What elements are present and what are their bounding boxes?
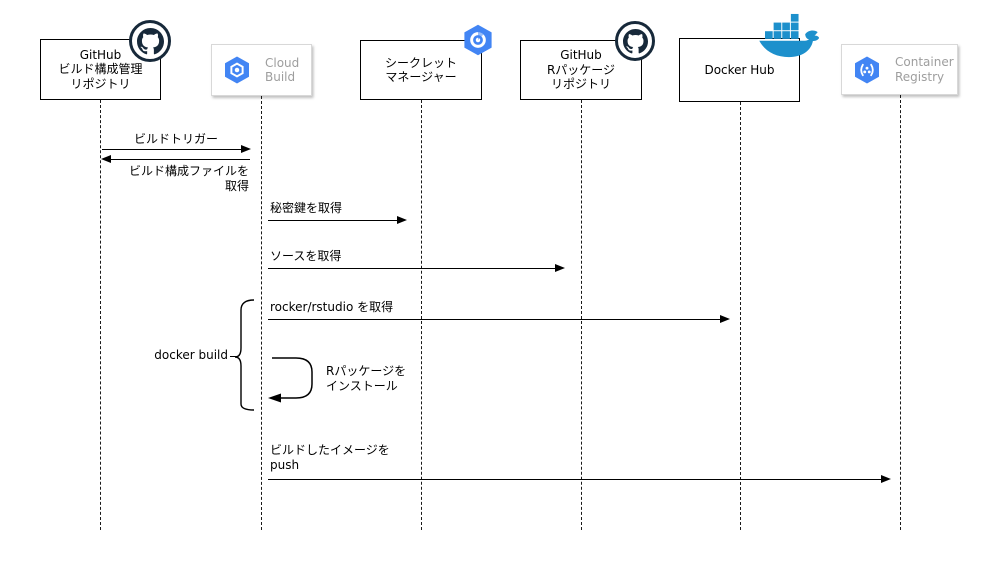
arrow-fetch-secret-key — [268, 220, 398, 221]
lifeline-secret-manager — [421, 100, 422, 530]
actor-label: GitHub ビルド構成管理 リポジトリ — [58, 47, 143, 91]
actor-secret-manager: シークレット マネージャー — [360, 40, 482, 100]
lifeline-github-build-config — [100, 100, 101, 530]
lifeline-cloud-build — [261, 96, 262, 530]
message-label-push-built-image: ビルドしたイメージを push — [270, 443, 390, 472]
arrow-fetch-source — [268, 268, 556, 269]
message-label-fetch-build-config: ビルド構成ファイルを 取得 — [128, 164, 249, 193]
arrowhead-right-icon — [720, 315, 730, 323]
arrowhead-right-icon — [241, 145, 251, 153]
actor-label: Docker Hub — [704, 62, 775, 77]
actor-label: GitHub Rパッケージ リポジトリ — [546, 48, 616, 92]
actor-container-registry: Container Registry — [841, 44, 958, 95]
secret-manager-icon — [464, 24, 492, 56]
arrowhead-left-icon — [268, 393, 281, 403]
arrowhead-right-icon — [397, 216, 407, 224]
cloud-build-icon — [225, 56, 249, 84]
lifeline-docker-hub — [740, 102, 741, 530]
arrowhead-right-icon — [881, 475, 891, 483]
actor-label: Cloud Build — [265, 55, 300, 85]
message-label-fetch-secret-key: 秘密鍵を取得 — [270, 201, 343, 215]
message-label-build-trigger: ビルドトリガー — [133, 132, 218, 146]
lifeline-container-registry — [900, 95, 901, 530]
message-label-fetch-rocker-rstudio: rocker/rstudio を取得 — [270, 300, 394, 314]
actor-label: Container Registry — [895, 55, 954, 84]
arrowhead-right-icon — [555, 264, 565, 272]
github-icon — [615, 21, 655, 61]
arrowhead-left-icon — [101, 155, 111, 163]
docker-build-tick — [230, 356, 237, 357]
github-icon — [129, 20, 171, 62]
docker-whale-icon — [759, 13, 819, 58]
actor-label: シークレット マネージャー — [384, 55, 457, 85]
actor-cloud-build: Cloud Build — [211, 44, 312, 96]
arrow-fetch-rocker-rstudio — [268, 319, 721, 320]
self-loop-install-r-packages — [268, 357, 313, 403]
arrow-push-built-image — [268, 479, 882, 480]
message-label-fetch-source: ソースを取得 — [270, 249, 342, 263]
container-registry-icon — [855, 56, 879, 83]
arrow-fetch-build-config — [110, 159, 250, 160]
message-label-install-r-packages: Rパッケージを インストール — [326, 364, 407, 393]
label-docker-build: docker build — [154, 348, 228, 362]
arrow-build-trigger — [102, 149, 242, 150]
actor-docker-hub: Docker Hub — [679, 38, 800, 102]
lifeline-github-r-package — [581, 100, 582, 530]
docker-build-brace — [234, 299, 255, 411]
